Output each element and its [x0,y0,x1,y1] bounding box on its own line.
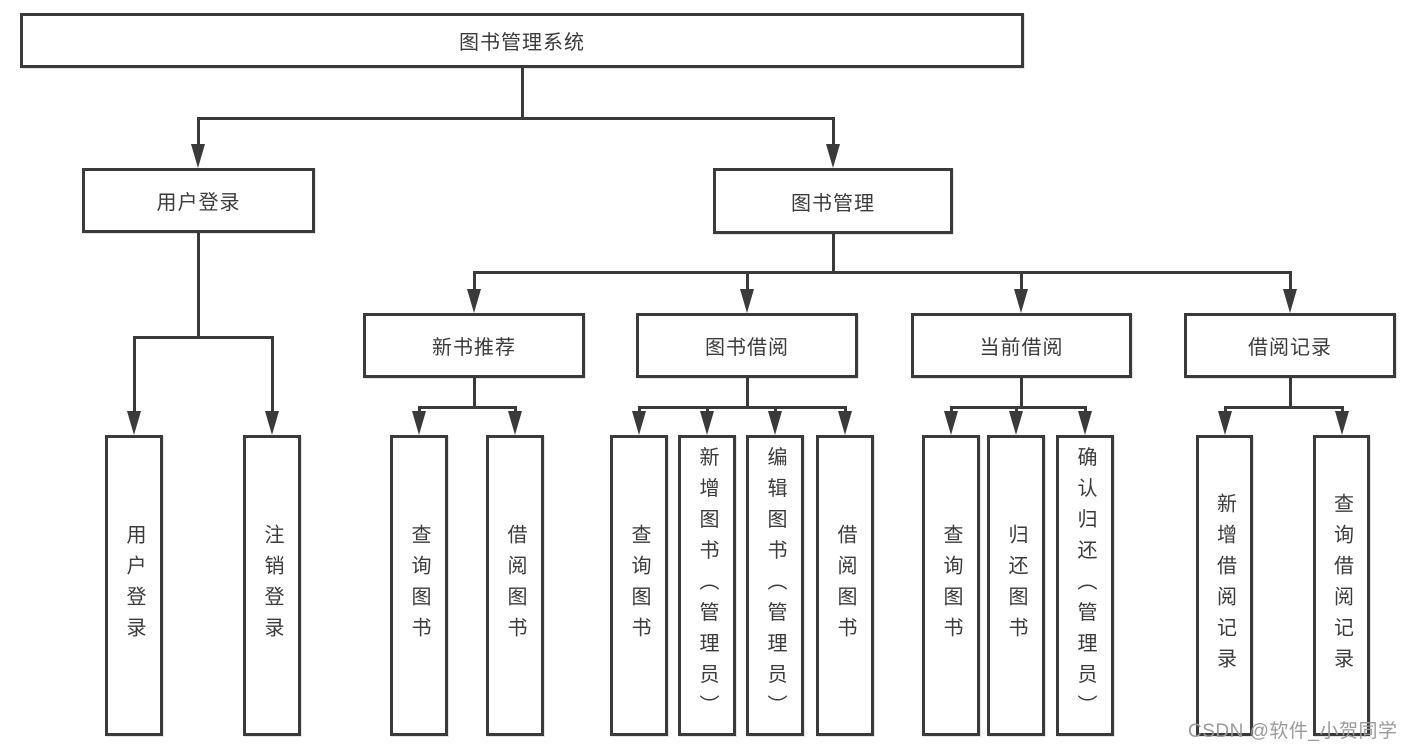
leaf-edit-books-admin: 编辑图书（管理员） [746,435,804,736]
node-borrowing-records: 借阅记录 [1184,313,1396,378]
connector-root-bar [197,117,835,120]
connector-current-stem [1020,378,1023,409]
arrowhead-leaf [412,411,426,435]
arrowhead-level3 [467,289,481,313]
leaf-user-login: 用户登录 [105,435,163,736]
connector-to-user-login [197,117,200,149]
connector-recommend-stem [473,378,476,409]
leaf-query-books-borrowing: 查询图书 [610,435,668,736]
leaf-add-borrow-record: 新增借阅记录 [1196,435,1253,736]
leaf-label: 查询借阅记录 [1330,492,1353,679]
arrowhead-level3 [740,289,754,313]
connector-to-level3 [746,271,749,295]
leaf-return-books: 归还图书 [987,435,1045,736]
arrowhead-leaf [265,411,279,435]
leaf-label: 归还图书 [1005,523,1027,648]
arrowhead-level3 [1283,289,1297,313]
arrowhead-leaf [632,411,646,435]
leaf-label: 借阅图书 [834,523,856,648]
leaf-label: 确认归还（管理员） [1074,446,1096,725]
connector-borrowing-bar [638,406,847,409]
leaf-borrow-books: 借阅图书 [816,435,874,736]
csdn-watermark: CSDN @软件_小贺同学 [1188,721,1398,742]
connector-book-management-stem [832,234,835,274]
node-book-management: 图书管理 [713,168,953,234]
arrowhead-book-management [826,144,840,168]
leaf-label: 用户登录 [123,523,145,648]
leaf-label: 借阅图书 [504,523,526,648]
leaf-query-books-current: 查询图书 [922,435,980,736]
leaf-label: 新增借阅记录 [1213,492,1236,679]
arrowhead-leaf [1335,411,1349,435]
arrowhead-leaf [127,411,141,435]
leaf-label: 查询图书 [628,523,650,648]
connector-to-level3 [1020,271,1023,295]
leaf-label: 查询图书 [940,523,962,648]
connector-user-login-stem [197,233,200,339]
arrowhead-leaf [1078,411,1092,435]
arrowhead-leaf [768,411,782,435]
arrowhead-leaf [700,411,714,435]
connector-current-bar [950,406,1087,409]
node-root: 图书管理系统 [20,13,1024,68]
connector-to-book-management [832,117,835,149]
node-user-login: 用户登录 [82,168,315,233]
leaf-query-borrow-record: 查询借阅记录 [1313,435,1370,736]
arrowhead-leaf [1009,411,1023,435]
connector-borrowing-stem [746,378,749,409]
connector-records-bar [1224,406,1343,409]
node-current-borrowing: 当前借阅 [911,313,1132,378]
leaf-label: 查询图书 [408,523,430,648]
connector-to-leaf [133,336,136,414]
connector-recommend-bar [418,406,517,409]
connector-to-level3 [473,271,476,295]
leaf-borrow-books-recommend: 借阅图书 [486,435,544,736]
arrowhead-user-login [191,144,205,168]
arrowhead-leaf [508,411,522,435]
connector-to-leaf [271,336,274,414]
arrowhead-leaf [944,411,958,435]
leaf-query-books-recommend: 查询图书 [390,435,448,736]
leaf-label: 编辑图书（管理员） [764,446,786,725]
leaf-confirm-return-admin: 确认归还（管理员） [1056,435,1114,736]
connector-records-stem [1289,378,1292,409]
arrowhead-level3 [1014,289,1028,313]
leaf-label: 注销登录 [261,523,283,648]
connector-root-stem [521,68,524,120]
leaf-label: 新增图书（管理员） [696,446,718,725]
leaf-logout: 注销登录 [243,435,301,736]
connector-book-management-bar [473,271,1291,274]
leaf-add-books-admin: 新增图书（管理员） [678,435,736,736]
connector-to-level3 [1289,271,1292,295]
node-new-book-recommendation: 新书推荐 [363,313,585,378]
connector-user-login-bar [133,336,274,339]
node-book-borrowing: 图书借阅 [636,313,858,378]
arrowhead-leaf [1218,411,1232,435]
arrowhead-leaf [838,411,852,435]
